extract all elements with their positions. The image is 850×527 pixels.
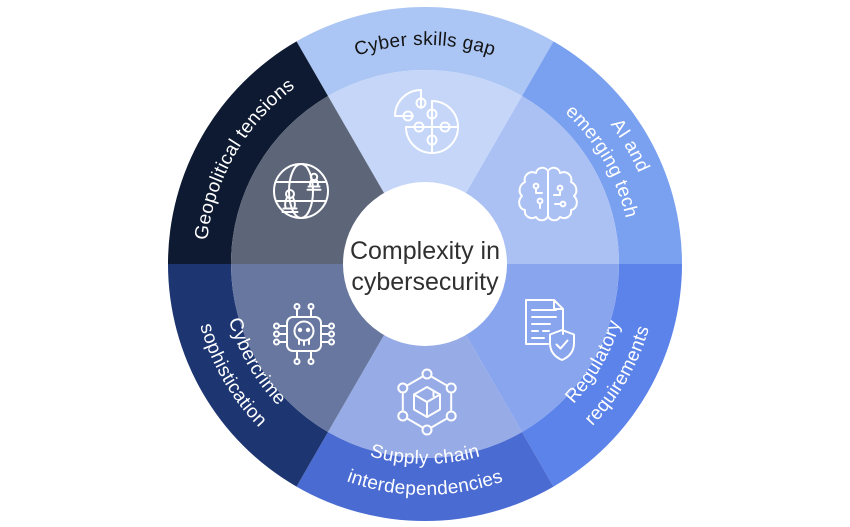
sector-band-regulatory-requirements <box>522 264 682 487</box>
globe-chess-icon <box>273 163 329 219</box>
skull-chip-icon <box>273 303 335 365</box>
sector-band-ai-and-emerging-tech <box>522 41 682 265</box>
center-title-line2: cybersecurity <box>351 268 499 296</box>
center-circle <box>343 182 507 346</box>
puzzle-icon <box>394 89 459 154</box>
sector-inner-cyber-skills-gap <box>328 70 522 264</box>
sector-band-cybercrime-sophistication <box>168 264 328 487</box>
sector-band-cyber-skills-gap <box>296 6 554 96</box>
brain-icon <box>518 166 578 222</box>
sector-band-geopolitical-tensions <box>168 41 328 265</box>
center-title-line1: Complexity in <box>350 237 500 265</box>
document-shield-icon <box>525 299 575 361</box>
cube-network-icon <box>397 368 457 436</box>
sector-band-supply-chain-interdependencies <box>296 432 554 522</box>
sector-inner-supply-chain-interdependencies <box>328 264 522 458</box>
center-title: Complexity in cybersecurity <box>350 237 500 296</box>
